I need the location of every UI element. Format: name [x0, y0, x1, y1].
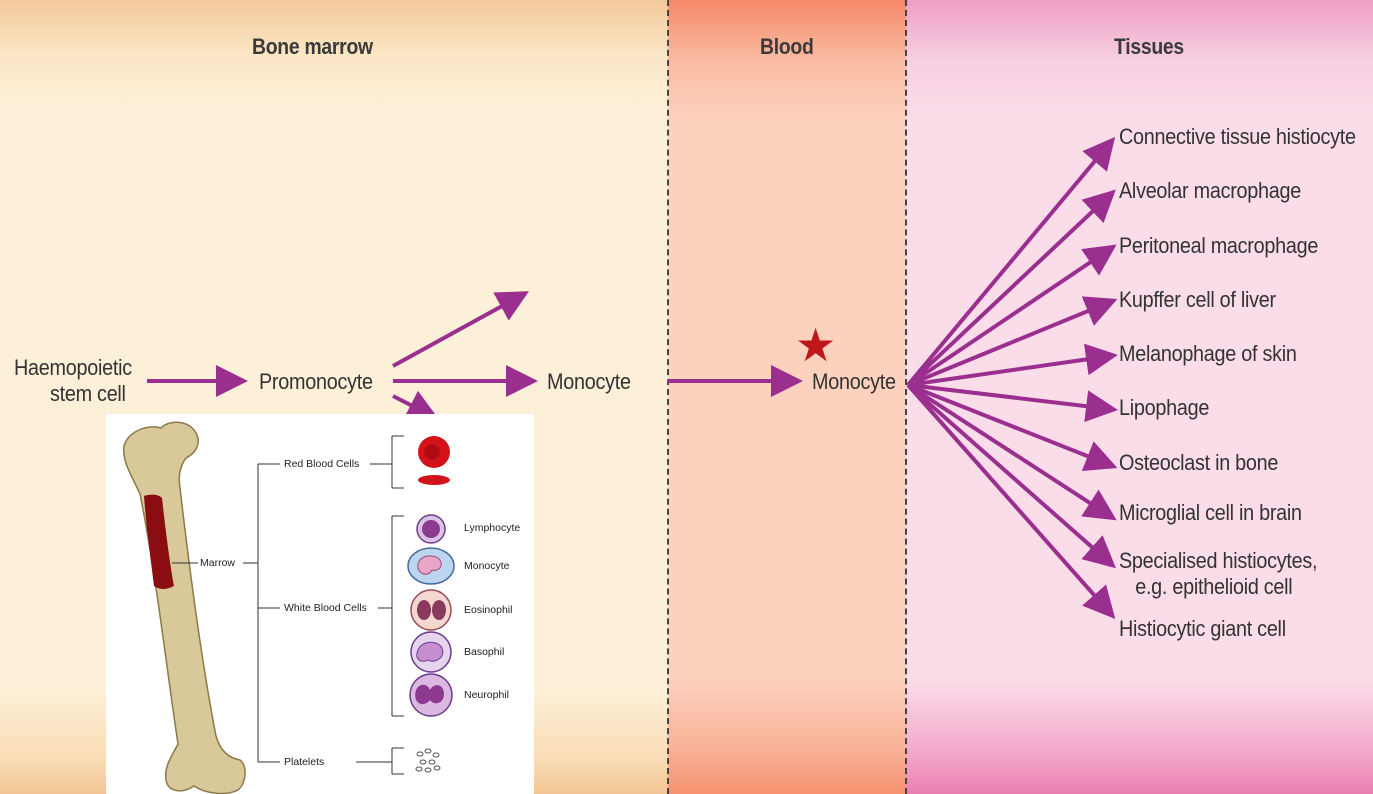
stem-cell-line2: stem cell — [50, 381, 126, 406]
platelets-icon — [415, 748, 441, 773]
tissue-osteoclast: Osteoclast in bone — [1119, 450, 1279, 475]
zone-title-tissues: Tissues — [1114, 34, 1184, 59]
lymphocyte-icon — [416, 514, 446, 544]
tissue-arrow-6 — [907, 383, 1118, 472]
bone-cells-inset: Marrow Red Blood Cells White Blood Cells… — [106, 414, 534, 794]
marrow-cavity — [144, 494, 174, 589]
zone-title-bone-marrow: Bone marrow — [252, 34, 373, 59]
stem-cell-label: Haemopoietic stem cell — [14, 355, 132, 407]
monocyte-marrow-label: Monocyte — [547, 369, 631, 394]
tissue-arrow-4 — [907, 343, 1118, 387]
inset-red-blood-cells-label: Red Blood Cells — [284, 458, 360, 470]
tissue-specialised-line2: e.g. epithelioid cell — [1135, 574, 1293, 599]
eosinophil-icon — [410, 589, 452, 631]
tissue-melanophage: Melanophage of skin — [1119, 341, 1297, 366]
tissue-kupffer-cell: Kupffer cell of liver — [1119, 287, 1276, 312]
monocyte-icon — [407, 547, 455, 585]
femur-bone — [123, 421, 246, 794]
inset-marrow-label: Marrow — [200, 557, 236, 569]
monocyte-blood-label: Monocyte — [812, 369, 896, 394]
tissues-zone — [906, 0, 1373, 794]
tissue-arrow-2 — [906, 244, 1117, 387]
inset-drawing — [123, 421, 455, 794]
tissue-arrow-3 — [907, 296, 1118, 387]
inset-white-blood-cells-label: White Blood Cells — [284, 602, 367, 614]
neurophil-icon — [409, 673, 453, 717]
tissue-connective-histiocyte: Connective tissue histiocyte — [1119, 124, 1356, 149]
tissue-giant-cell: Histiocytic giant cell — [1119, 616, 1286, 641]
divider-blood-tissues — [905, 0, 907, 794]
tissue-arrow-8 — [906, 383, 1117, 569]
tissue-microglial-cell: Microglial cell in brain — [1119, 500, 1302, 525]
inset-monocyte-label: Monocyte — [464, 560, 510, 572]
tissue-arrow-9 — [906, 383, 1116, 619]
tissue-arrow-5 — [907, 383, 1118, 423]
arrow-promonocyte-down — [392, 390, 440, 420]
blood-zone — [668, 0, 906, 794]
tissue-specialised-line1: Specialised histiocytes, — [1119, 548, 1318, 573]
inset-basophil-label: Basophil — [464, 646, 505, 658]
stem-cell-line1: Haemopoietic — [14, 355, 132, 380]
tissue-lipophage: Lipophage — [1119, 395, 1210, 420]
tissue-arrow-1 — [906, 189, 1116, 387]
tissue-alveolar-macrophage: Alveolar macrophage — [1119, 178, 1301, 203]
inset-leader-lines — [172, 435, 404, 775]
promonocyte-label: Promonocyte — [259, 369, 373, 394]
inset-lymphocyte-label: Lymphocyte — [464, 522, 521, 534]
tissue-fan-arrows — [906, 136, 1118, 619]
basophil-icon — [410, 631, 452, 673]
inset-eosinophil-label: Eosinophil — [464, 604, 513, 616]
zone-title-blood: Blood — [760, 34, 814, 59]
divider-marrow-blood — [667, 0, 669, 794]
tissue-arrow-7 — [906, 383, 1117, 521]
star-icon: ★ — [795, 319, 837, 371]
tissue-specialised-histiocytes: Specialised histiocytes, e.g. epithelioi… — [1119, 548, 1317, 600]
red-blood-cell-icon — [418, 436, 450, 485]
tissue-arrow-0 — [906, 136, 1116, 387]
tissue-peritoneal-macrophage: Peritoneal macrophage — [1119, 233, 1319, 258]
arrow-promonocyte-up — [392, 291, 530, 368]
inset-neurophil-label: Neurophil — [464, 689, 509, 701]
inset-platelets-label: Platelets — [284, 756, 325, 768]
